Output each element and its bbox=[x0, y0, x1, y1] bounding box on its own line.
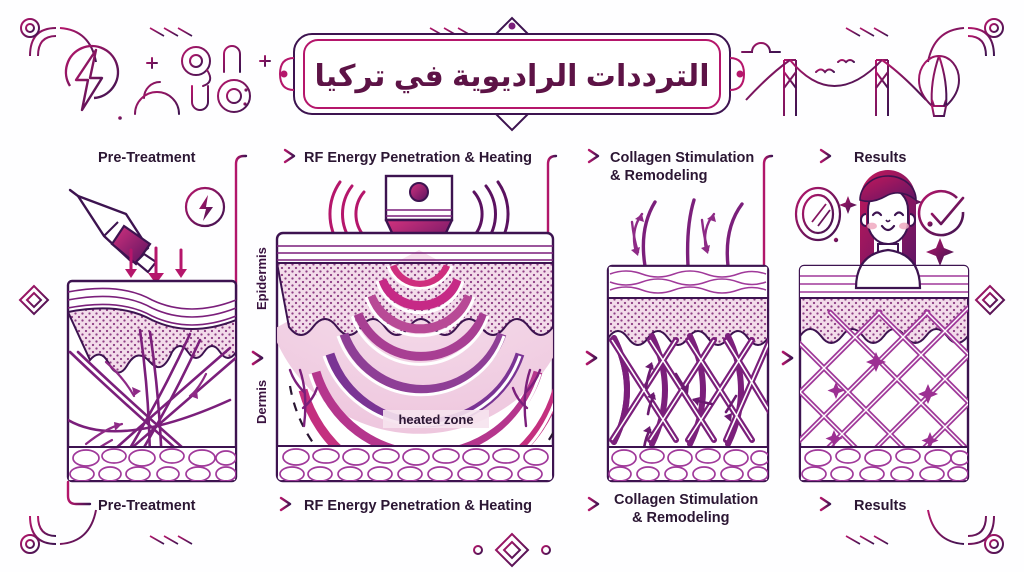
lightning-bolt-icon bbox=[64, 44, 120, 112]
step-label-3: Collagen Stimulation bbox=[610, 150, 754, 166]
check-circle-icon bbox=[917, 189, 965, 237]
panel-arrow-3-4 bbox=[770, 350, 794, 366]
step-label-bottom-3: Collagen Stimulation bbox=[614, 492, 758, 508]
page-title: الترددات الراديوية في تركيا bbox=[315, 60, 710, 94]
hot-air-balloon-icon bbox=[917, 54, 961, 117]
panel-collagen bbox=[606, 198, 770, 483]
panel-results bbox=[794, 170, 970, 483]
energy-badge-icon bbox=[184, 186, 226, 228]
panel-rf-energy: heated zone bbox=[275, 174, 555, 483]
panel-arrow-2-3 bbox=[570, 350, 598, 366]
lift-arrows bbox=[630, 212, 716, 256]
layer-label-epidermis: Epidermis bbox=[254, 247, 269, 310]
hair-follicles bbox=[641, 198, 744, 268]
rf-handpiece-icon bbox=[68, 188, 158, 274]
title-banner: الترددات الراديوية في تركيا bbox=[278, 16, 746, 132]
birds-icon bbox=[815, 59, 855, 74]
hand-mirror-icon bbox=[794, 186, 842, 262]
energy-arrows-down bbox=[125, 246, 187, 284]
panel-arrow-1-2 bbox=[236, 350, 264, 366]
step-label-3-line2: & Remodeling bbox=[610, 168, 707, 184]
heated-zone-label: heated zone bbox=[398, 412, 473, 427]
heated-zone-boundary bbox=[288, 385, 553, 481]
layer-label-dermis: Dermis bbox=[254, 380, 269, 424]
cloud-icon bbox=[741, 42, 781, 53]
step-label-2: RF Energy Penetration & Heating bbox=[304, 150, 532, 166]
flow-connectors-bottom bbox=[66, 480, 832, 512]
step-label-bottom-4: Results bbox=[854, 498, 906, 514]
step-label-bottom-2: RF Energy Penetration & Heating bbox=[304, 498, 532, 514]
bridge-icon bbox=[738, 59, 938, 119]
woman-avatar bbox=[854, 170, 922, 289]
step-label-4: Results bbox=[854, 150, 906, 166]
step-label-bottom-1: Pre-Treatment bbox=[98, 498, 196, 514]
flow-connectors-top bbox=[66, 148, 832, 302]
device-line-art-icon bbox=[118, 45, 297, 120]
panel-pre-treatment bbox=[66, 186, 238, 483]
step-label-bottom-3-line2: & Remodeling bbox=[632, 510, 729, 526]
step-label-1: Pre-Treatment bbox=[98, 150, 196, 166]
